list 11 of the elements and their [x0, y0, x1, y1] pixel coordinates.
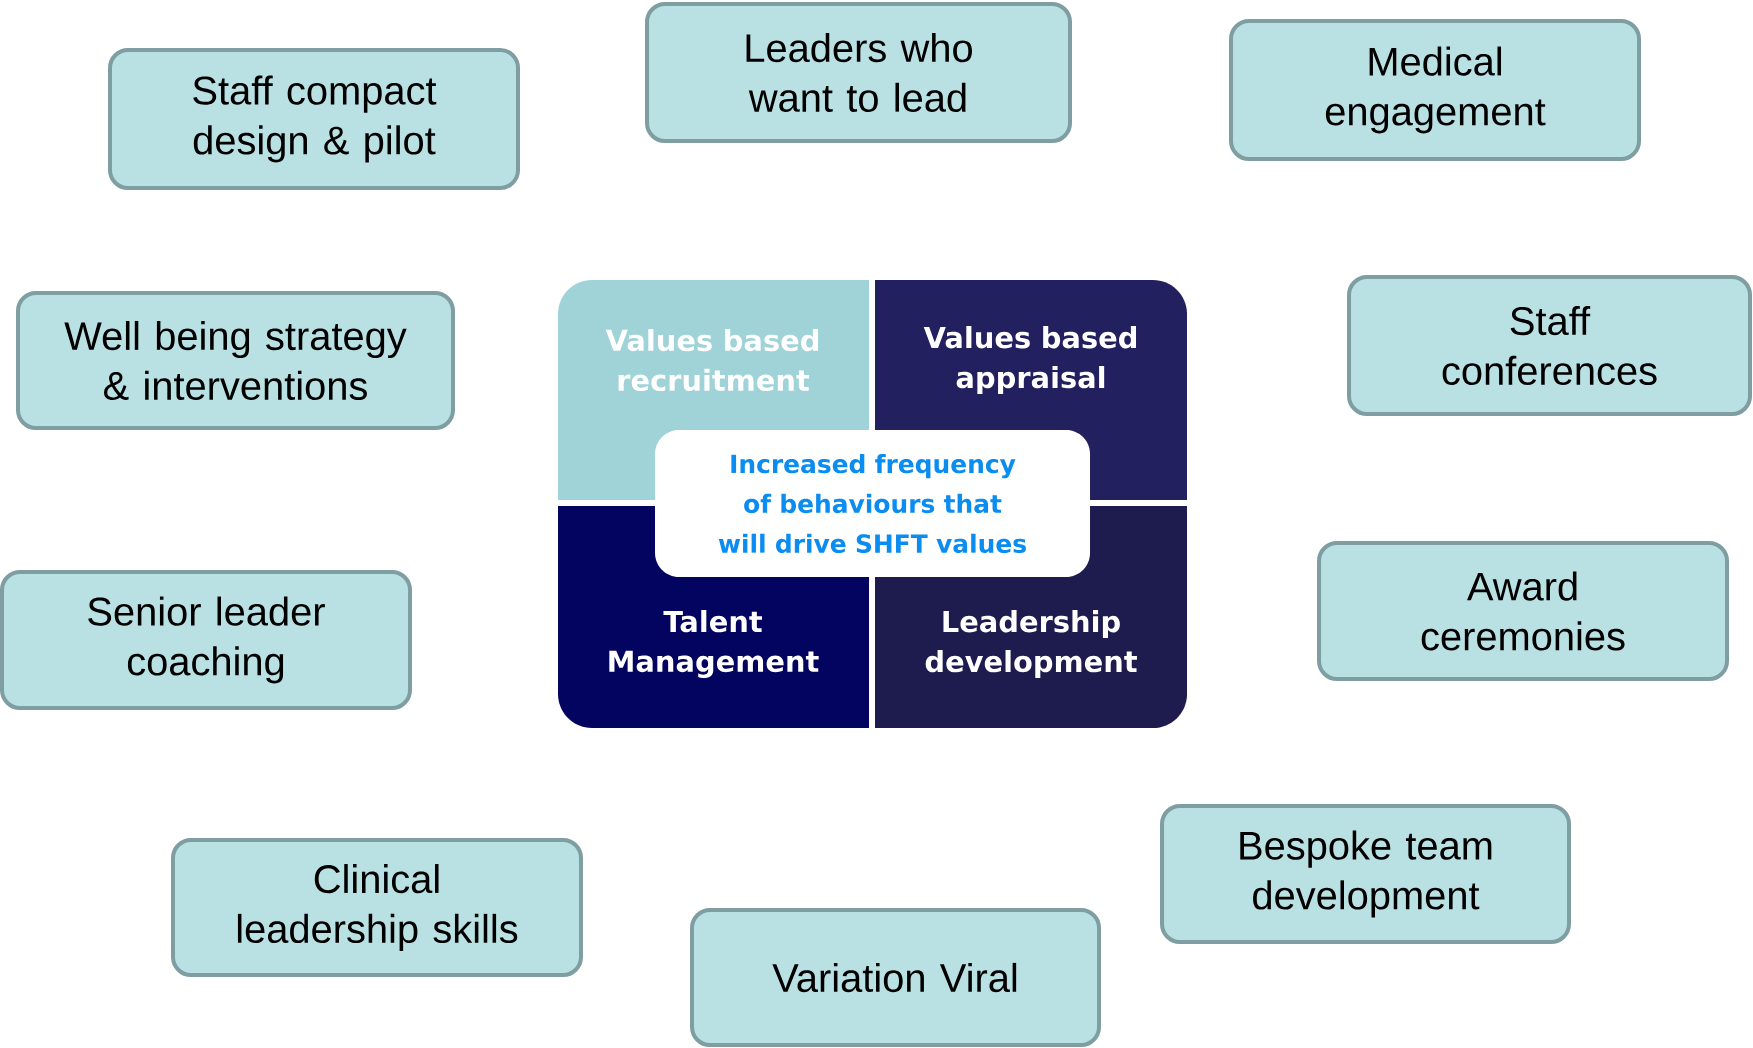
- text-box: Staff conferences: [1347, 275, 1752, 416]
- center-box: Increased frequency of behaviours that will drive SHFT values: [655, 430, 1090, 577]
- text-box: Staff compact design & pilot: [108, 48, 520, 190]
- text-box: Medical engagement: [1229, 19, 1641, 161]
- text-box: Bespoke team development: [1160, 804, 1571, 944]
- text-box: Well being strategy & interventions: [16, 291, 455, 430]
- text-box: Clinical leadership skills: [171, 838, 583, 977]
- text-box: Award ceremonies: [1317, 541, 1729, 681]
- text-box: Variation Viral: [690, 908, 1101, 1047]
- text-box: Senior leader coaching: [0, 570, 412, 710]
- text-box: Leaders who want to lead: [645, 2, 1072, 143]
